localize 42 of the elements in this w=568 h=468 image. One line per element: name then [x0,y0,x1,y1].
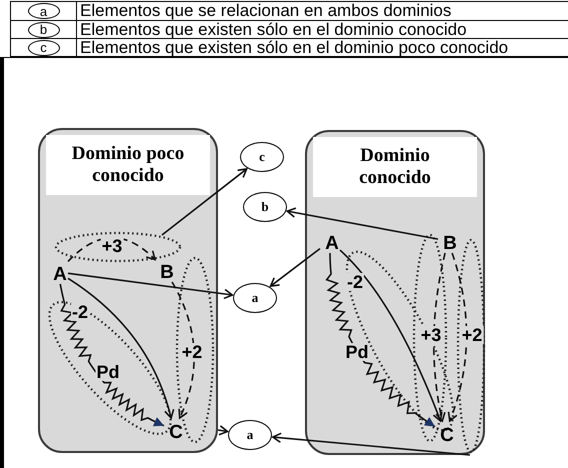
category-ellipse: b [243,192,287,222]
arrow [286,207,438,240]
category-ellipse: a [233,283,277,313]
edge-label: Pd [344,343,370,361]
domain-heading: Dominio conocido [313,137,477,197]
arrow [162,168,248,236]
edge-label: -2 [346,273,364,291]
arrow [433,252,446,422]
category-ellipse: c [28,40,60,56]
edge-label: +2 [460,326,484,344]
edge-label: +3 [100,237,124,255]
arrow [339,250,443,422]
edge-label: +3 [420,326,442,344]
category-ellipse: c [240,142,284,172]
domain-heading: Dominio poco conocido [46,135,210,195]
vertex-label: C [439,425,455,445]
edge-label: Pd [96,363,120,381]
vertex-label: B [159,262,175,282]
vertex-label: A [52,264,68,284]
arrow [67,237,156,262]
zigzag-arrow [59,284,164,426]
edge-label: -2 [71,303,89,321]
vertex-label: B [442,233,458,253]
category-ellipse: a [28,3,60,19]
legend-description: Elementos que existen sólo en el dominio conocido [79,21,467,38]
category-ellipse: b [28,22,60,38]
arrow [68,278,174,419]
edge-label: +2 [180,343,204,361]
arrow [68,272,234,300]
domain-panel [305,130,485,455]
arrow [218,425,228,436]
legend-description: Elementos que existen sólo en el dominio poco conocido [79,39,508,56]
legend-description: Elementos que se relacionan en ambos dominios [79,2,452,20]
arrow [448,252,468,422]
vertex-label: A [324,233,340,253]
arrow [171,282,195,419]
zigzag-arrow [325,253,436,428]
category-ellipse: a [228,420,272,450]
vertex-label: C [168,422,184,442]
arrow [272,432,470,456]
arrow [270,248,320,287]
domain-panel [38,128,218,453]
